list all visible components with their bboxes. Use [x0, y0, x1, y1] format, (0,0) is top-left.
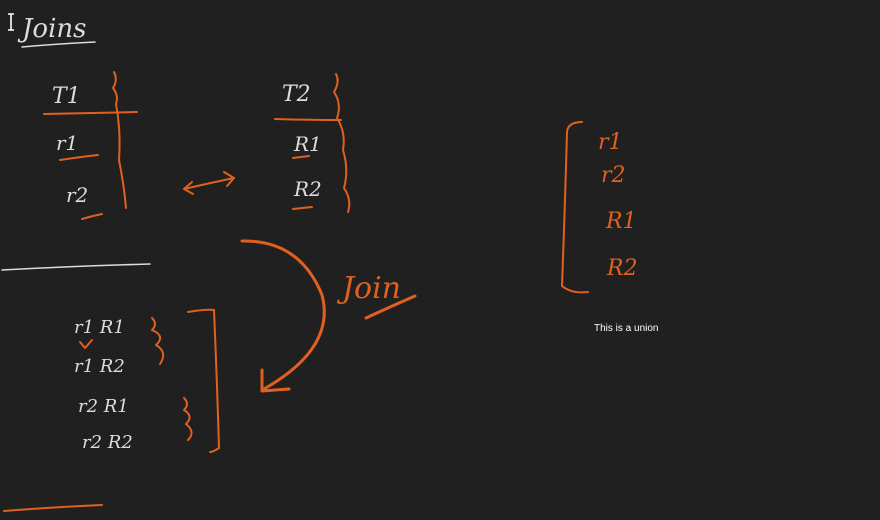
- join-bracket: [187, 308, 220, 453]
- join-row-3: r2 R1: [78, 396, 129, 417]
- table-t2-row-2-underline: [292, 206, 313, 210]
- text-cursor-icon: [8, 13, 14, 31]
- table-t2-vertical-line: [333, 73, 351, 213]
- table-t2-header-line: [274, 118, 342, 121]
- table-t2-row-1-underline: [292, 155, 310, 159]
- table-t1-row-1: r1: [56, 131, 78, 155]
- join-row-4: r2 R2: [82, 432, 133, 453]
- double-arrow-icon: [183, 171, 235, 195]
- table-t2-name: T2: [282, 82, 311, 107]
- union-row-2: r2: [601, 163, 626, 188]
- curved-arrow-icon: [240, 239, 326, 393]
- heading-joins: Joins: [17, 14, 86, 44]
- table-t1-vertical-line: [112, 71, 127, 209]
- table-t2-row-1: R1: [293, 132, 322, 156]
- table-t2-row-2: R2: [293, 177, 322, 201]
- union-row-3: R1: [605, 209, 637, 234]
- join-label: Join: [336, 271, 401, 306]
- table-t1-row-2-underline: [81, 213, 103, 220]
- union-caption: This is a union: [594, 323, 659, 334]
- heading-underline: [21, 41, 96, 48]
- join-row-1: r1 R1: [74, 317, 125, 338]
- union-row-4: R2: [606, 256, 638, 281]
- union-bracket: [561, 121, 589, 294]
- table-t1-name: T1: [52, 84, 81, 109]
- join-brace-1: [151, 317, 165, 365]
- separator-line-top: [1, 263, 151, 271]
- join-row-2: r1 R2: [74, 356, 125, 377]
- union-row-1: r1: [598, 130, 623, 155]
- table-t1-row-2: r2: [66, 183, 88, 207]
- join-brace-2: [183, 397, 193, 441]
- table-t1-row-1-underline: [59, 154, 99, 161]
- join-label-underline: [364, 294, 417, 320]
- separator-line-bottom: [3, 504, 103, 512]
- table-t1-header-line: [43, 111, 138, 115]
- checkmark-icon: [79, 339, 93, 349]
